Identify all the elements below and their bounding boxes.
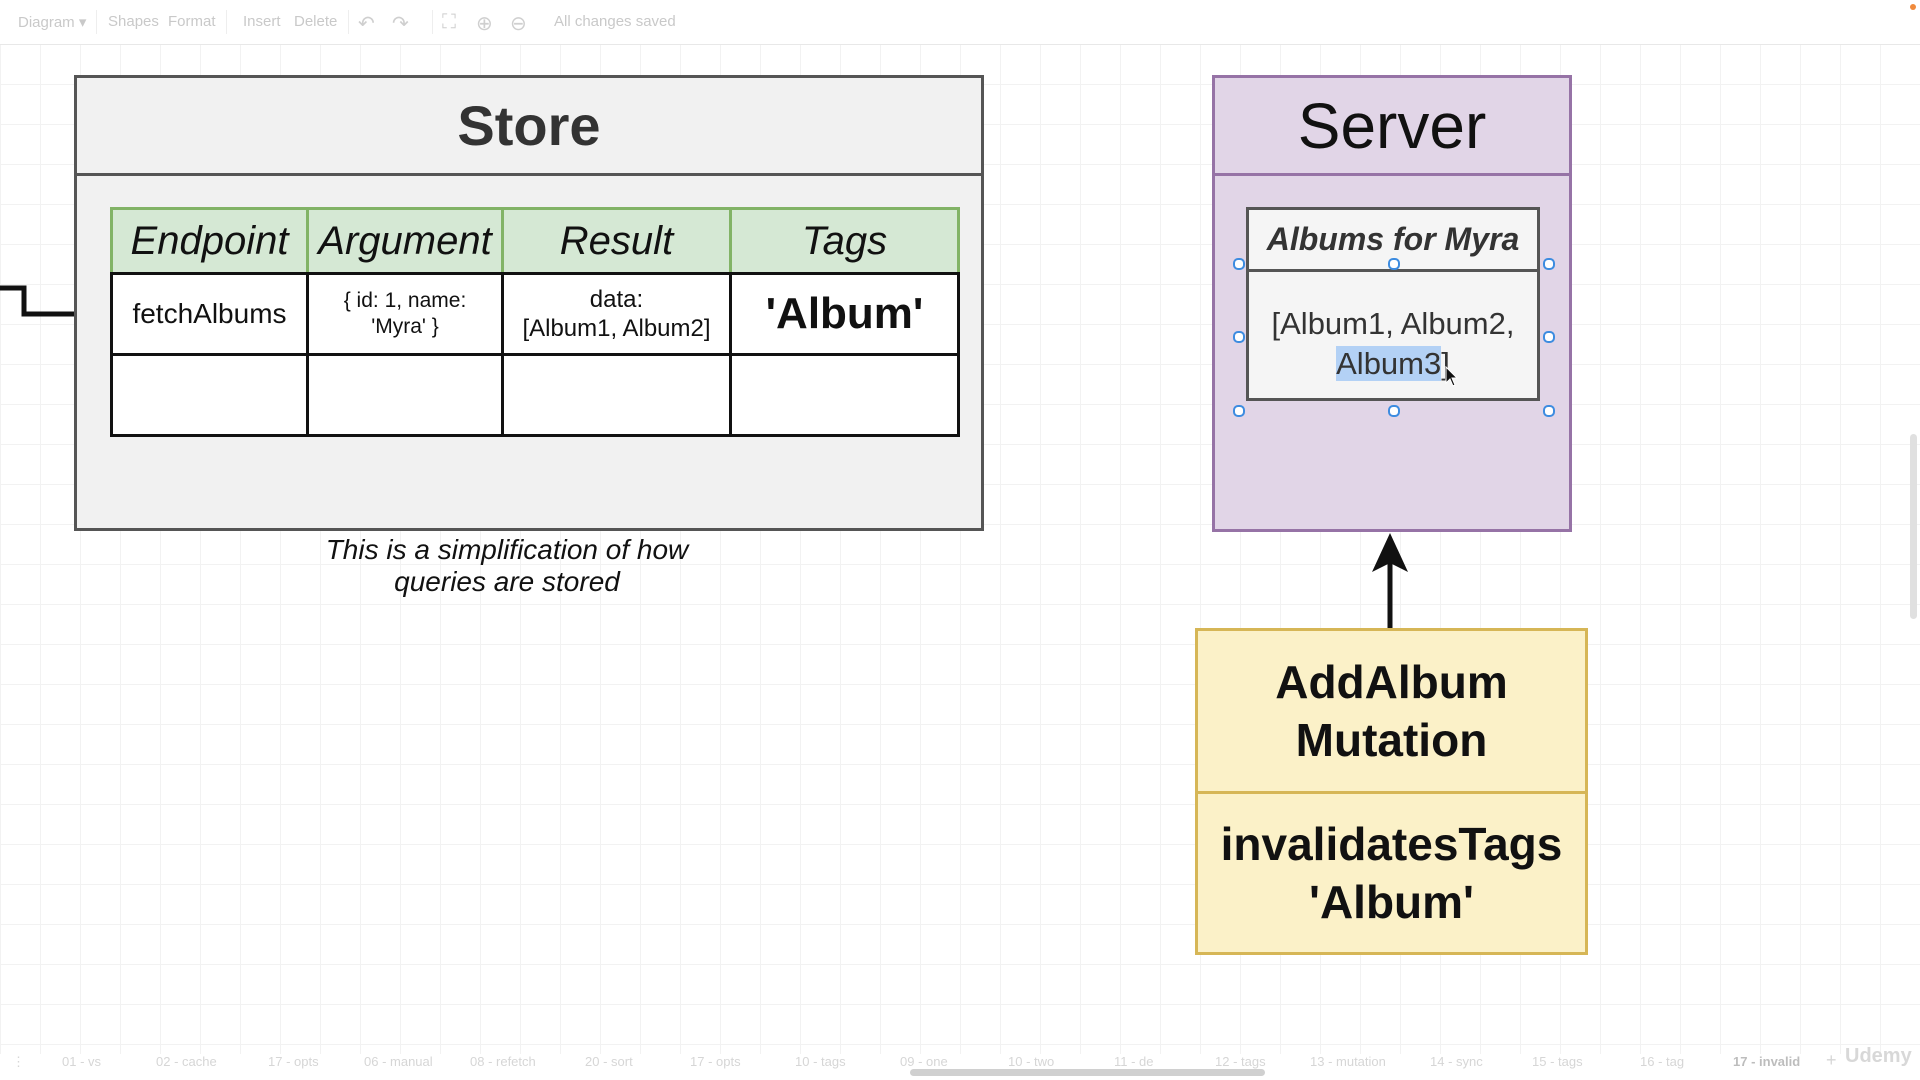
selected-text[interactable]: Album3 xyxy=(1336,346,1442,381)
server-container[interactable]: Server Albums for Myra [Album1, Album2, … xyxy=(1212,75,1572,532)
empty-cell xyxy=(501,353,732,437)
vertical-scrollbar[interactable] xyxy=(1910,434,1917,619)
toolbar-divider xyxy=(348,10,349,34)
toolbar: Diagram ▾ Shapes Format Insert Delete ↶ … xyxy=(0,0,1920,45)
result-line: [Album1, Album2] xyxy=(522,315,711,342)
mutation-to-server-arrow[interactable] xyxy=(1370,530,1410,630)
redo-icon[interactable]: ↷ xyxy=(392,13,409,35)
save-status: All changes saved xyxy=(554,13,676,30)
delete-button[interactable]: Delete xyxy=(294,13,338,30)
caption-line: queries are stored xyxy=(394,566,620,597)
page-tab[interactable]: 02 - cache xyxy=(156,1054,217,1069)
page-tab-active[interactable]: 17 - invalid xyxy=(1733,1054,1801,1069)
toolbar-divider xyxy=(226,10,227,34)
mutation-title: AddAlbum Mutation xyxy=(1198,631,1585,794)
diagram-menu[interactable]: Diagram ▾ xyxy=(18,14,87,31)
cell-result: data: [Album1, Album2] xyxy=(501,272,732,356)
resize-handle[interactable] xyxy=(1543,331,1555,343)
page-tab[interactable]: 01 - vs xyxy=(62,1054,102,1069)
undo-icon[interactable]: ↶ xyxy=(358,13,375,35)
argument-line: 'Myra' } xyxy=(371,315,439,338)
page-tab[interactable]: 17 - opts xyxy=(268,1054,319,1069)
mutation-title-line: AddAlbum xyxy=(1275,656,1508,708)
page-tab[interactable]: 06 - manual xyxy=(364,1054,433,1069)
page-tab[interactable]: 12 - tags xyxy=(1215,1054,1266,1069)
header-result: Result xyxy=(501,207,732,275)
empty-cell xyxy=(306,353,504,437)
resize-handle[interactable] xyxy=(1233,405,1245,417)
page-tab[interactable]: 15 - tags xyxy=(1532,1054,1583,1069)
add-page-icon[interactable]: + xyxy=(1826,1050,1837,1070)
page-tab[interactable]: 13 - mutation xyxy=(1310,1054,1386,1069)
resize-handle[interactable] xyxy=(1543,405,1555,417)
argument-line: { id: 1, name: xyxy=(343,289,467,312)
page-tab[interactable]: 20 - sort xyxy=(585,1054,633,1069)
notification-dot xyxy=(1910,4,1916,10)
zoom-in-icon[interactable]: ⊕ xyxy=(476,13,493,35)
store-caption: This is a simplification of how queries … xyxy=(286,534,728,598)
table-row xyxy=(110,353,960,437)
toolbar-divider xyxy=(96,10,97,34)
cell-tags: 'Album' xyxy=(729,272,960,356)
page-tab[interactable]: 16 - tag xyxy=(1640,1054,1685,1069)
cell-argument: { id: 1, name: 'Myra' } xyxy=(306,272,504,356)
mutation-invalidates: invalidatesTags 'Album' xyxy=(1198,794,1585,952)
header-tags: Tags xyxy=(729,207,960,275)
resize-handle[interactable] xyxy=(1233,258,1245,270)
page-tabs: ⋮ 01 - vs 02 - cache 17 - opts 06 - manu… xyxy=(0,1048,1920,1076)
cell-endpoint: fetchAlbums xyxy=(110,272,309,356)
resize-handle[interactable] xyxy=(1543,258,1555,270)
server-title: Server xyxy=(1215,78,1569,176)
empty-cell xyxy=(729,353,960,437)
page-tab[interactable]: 10 - tags xyxy=(795,1054,846,1069)
page-tab[interactable]: 17 - opts xyxy=(690,1054,741,1069)
albums-box[interactable]: Albums for Myra [Album1, Album2, Album3] xyxy=(1246,207,1540,401)
albums-line: Album3] xyxy=(1249,344,1537,384)
resize-handle[interactable] xyxy=(1388,258,1400,270)
toolbar-divider xyxy=(432,10,433,34)
mouse-cursor-icon xyxy=(1445,366,1459,387)
resize-handle[interactable] xyxy=(1233,331,1245,343)
caption-line: This is a simplification of how xyxy=(325,534,689,565)
watermark-logo: Udemy xyxy=(1845,1045,1912,1067)
shapes-button[interactable]: Shapes xyxy=(108,13,159,30)
store-container[interactable]: Store Endpoint Argument Result Tags fetc… xyxy=(74,75,984,531)
result-line: data: xyxy=(589,286,644,313)
add-album-mutation[interactable]: AddAlbum Mutation invalidatesTags 'Album… xyxy=(1195,628,1588,955)
fullscreen-icon[interactable]: ⛶ xyxy=(442,11,456,33)
store-title: Store xyxy=(77,78,981,176)
tabs-menu-icon[interactable]: ⋮ xyxy=(12,1054,25,1069)
zoom-out-icon[interactable]: ⊖ xyxy=(510,13,527,35)
page-tab[interactable]: 08 - refetch xyxy=(470,1054,536,1069)
insert-button[interactable]: Insert xyxy=(243,13,281,30)
table-row: fetchAlbums { id: 1, name: 'Myra' } data… xyxy=(110,272,960,356)
invalidates-line: 'Album' xyxy=(1309,876,1474,928)
format-button[interactable]: Format xyxy=(168,13,216,30)
page-tab[interactable]: 09 - one xyxy=(900,1054,948,1069)
page-tab[interactable]: 14 - sync xyxy=(1430,1054,1483,1069)
albums-list[interactable]: [Album1, Album2, Album3] xyxy=(1249,272,1537,384)
horizontal-scrollbar[interactable] xyxy=(910,1069,1265,1076)
query-table[interactable]: Endpoint Argument Result Tags fetchAlbum… xyxy=(110,207,960,437)
header-argument: Argument xyxy=(306,207,504,275)
header-endpoint: Endpoint xyxy=(110,207,309,275)
mutation-title-line: Mutation xyxy=(1295,714,1488,766)
resize-handle[interactable] xyxy=(1388,405,1400,417)
albums-line: [Album1, Album2, xyxy=(1271,306,1515,341)
invalidates-line: invalidatesTags xyxy=(1220,818,1563,870)
albums-header: Albums for Myra xyxy=(1249,210,1537,272)
empty-cell xyxy=(110,353,309,437)
page-tab[interactable]: 11 - de xyxy=(1114,1054,1154,1069)
page-tab[interactable]: 10 - two xyxy=(1008,1054,1055,1069)
albums-end: ] xyxy=(1441,346,1450,381)
